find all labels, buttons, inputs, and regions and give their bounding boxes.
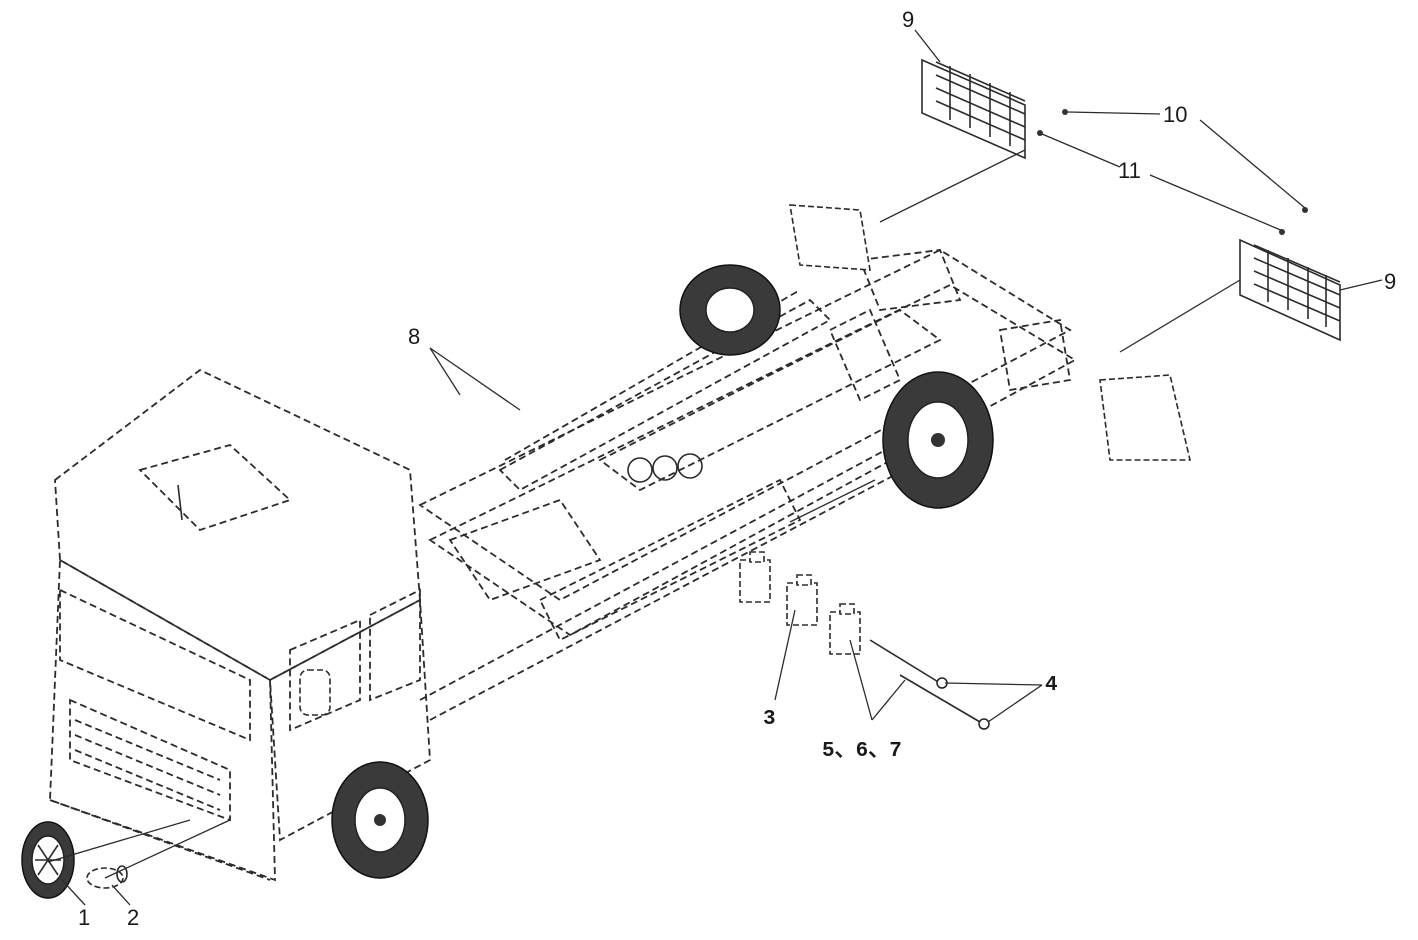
- part-1-horn: [21, 821, 75, 899]
- callout-2: 2: [127, 905, 139, 930]
- callout-1: 1: [78, 905, 90, 930]
- rear-mudflaps: [789, 204, 1192, 461]
- chassis-frame: [418, 248, 1077, 721]
- leader-lines: [47, 29, 1383, 906]
- rear-wheel-near: [882, 371, 994, 509]
- rear-wheel-far: [679, 264, 781, 356]
- callout-9-top: 9: [902, 7, 914, 32]
- callout-10: 10: [1163, 102, 1187, 127]
- callout-11: 11: [1118, 158, 1141, 183]
- parts-10-11-fasteners: [1037, 109, 1308, 235]
- callout-8: 8: [408, 324, 420, 349]
- part-3-valve-blocks: [739, 551, 861, 655]
- part-9-grille-top: [921, 58, 1026, 160]
- part-9-grille-right: [1239, 238, 1341, 342]
- callout-4: 4: [1045, 674, 1058, 697]
- truck-cab: [49, 368, 431, 882]
- front-wheel: [331, 761, 429, 879]
- part-4-bolts: [869, 639, 990, 730]
- callout-9-right: 9: [1384, 269, 1396, 294]
- callout-5-6-7: 5、6、7: [822, 740, 902, 763]
- callout-3: 3: [763, 708, 776, 731]
